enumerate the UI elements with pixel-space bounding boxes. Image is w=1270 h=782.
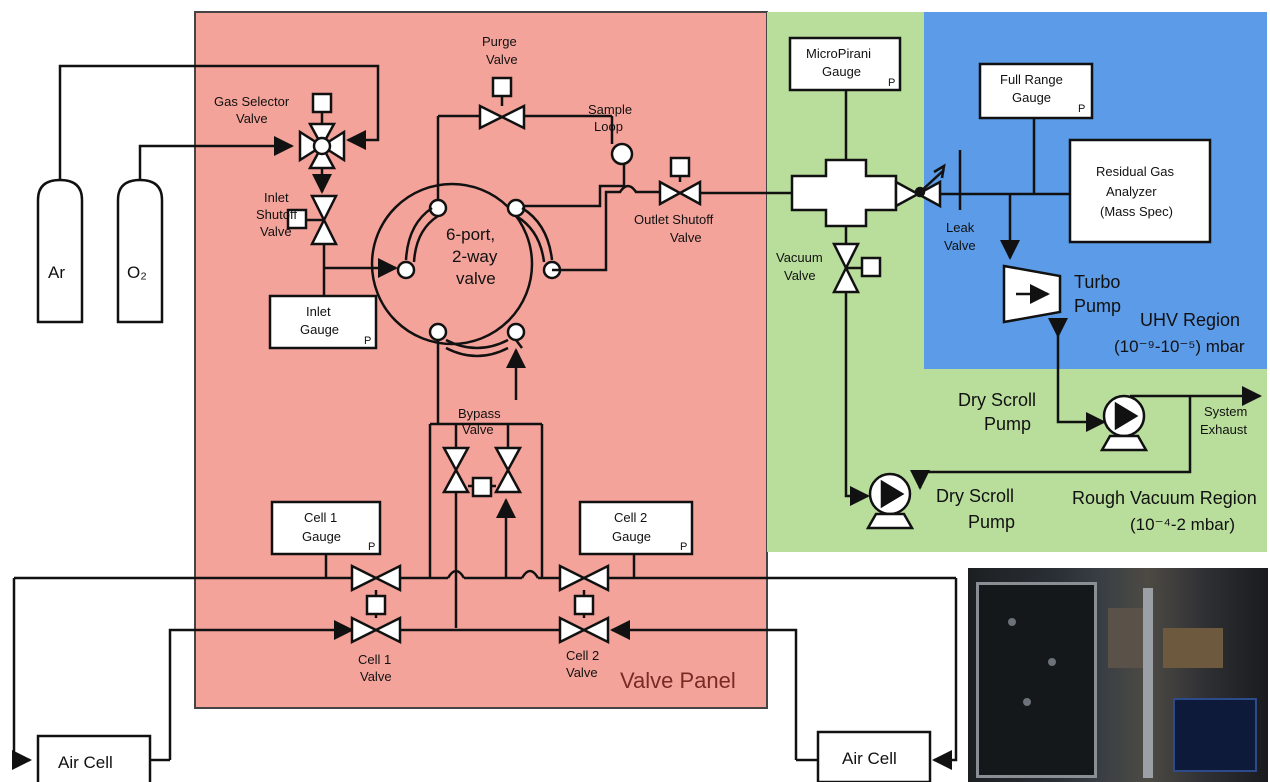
photo-pump [1173, 698, 1257, 772]
full-range-label: Full Range [1000, 72, 1063, 87]
sample-loop-label: Sample [588, 102, 632, 117]
dry-scroll-upper-label-2: Pump [984, 414, 1031, 434]
o2-cylinder [118, 180, 162, 322]
inlet-shutoff-label-2: Shutoff [256, 207, 297, 222]
region-label-rough-range: (10⁻⁴-2 mbar) [1130, 515, 1235, 534]
photo-frame [976, 582, 1097, 778]
photo-component [1048, 658, 1056, 666]
cell2-gauge-label: Cell 2 [614, 510, 647, 525]
vacuum-valve-label: Vacuum [776, 250, 823, 265]
purge-valve-label: Purge [482, 34, 517, 49]
inlet-shutoff-label-3: Valve [260, 224, 292, 239]
cell2-gauge-p: P [680, 541, 687, 553]
micropirani-p: P [888, 77, 895, 89]
turbo-pump-label: Turbo [1074, 272, 1120, 292]
gas-selector-label: Gas Selector [214, 94, 290, 109]
inlet-gauge-label: Inlet [306, 304, 331, 319]
gas-selector-label-2: Valve [236, 111, 268, 126]
outlet-shutoff-label: Outlet Shutoff [634, 212, 714, 227]
region-label-uhv: UHV Region [1140, 310, 1240, 330]
air-cell-left-label: Air Cell [58, 753, 113, 772]
cell2-valve-label: Cell 2 [566, 648, 599, 663]
exhaust-label-2: Exhaust [1200, 422, 1247, 437]
rga-label-3: (Mass Spec) [1100, 204, 1173, 219]
photo-component [1023, 698, 1031, 706]
sample-loop [612, 144, 632, 164]
turbo-pump-label-2: Pump [1074, 296, 1121, 316]
micropirani-label-2: Gauge [822, 64, 861, 79]
purge-valve-label-2: Valve [486, 52, 518, 67]
leak-valve-label-2: Valve [944, 238, 976, 253]
dry-scroll-lower-label-2: Pump [968, 512, 1015, 532]
cell1-gauge-label-2: Gauge [302, 529, 341, 544]
inlet-shutoff-label: Inlet [264, 190, 289, 205]
sample-loop-label-2: Loop [594, 119, 623, 134]
gas-selector-actuator [313, 94, 331, 112]
leak-valve-label: Leak [946, 220, 975, 235]
six-port-valve-label: 6-port, [446, 225, 495, 244]
full-range-label-2: Gauge [1012, 90, 1051, 105]
full-range-p: P [1078, 103, 1085, 115]
region-label-rough: Rough Vacuum Region [1072, 488, 1257, 508]
cell1-gauge-p: P [368, 541, 375, 553]
vacuum-valve-label-2: Valve [784, 268, 816, 283]
apparatus-photo [968, 568, 1268, 782]
rga-label: Residual Gas [1096, 164, 1175, 179]
exhaust-label: System [1204, 404, 1247, 419]
cell2-gauge-label-2: Gauge [612, 529, 651, 544]
cell1-gauge-label: Cell 1 [304, 510, 337, 525]
photo-component [1008, 618, 1016, 626]
inlet-gauge-label-2: Gauge [300, 322, 339, 337]
cell2-valve-label-2: Valve [566, 665, 598, 680]
six-port-valve-label-3: valve [456, 269, 496, 288]
inlet-gauge-p: P [364, 335, 371, 347]
dry-scroll-upper-label: Dry Scroll [958, 390, 1036, 410]
air-cell-right-label: Air Cell [842, 749, 897, 768]
six-port-valve-label-2: 2-way [452, 247, 498, 266]
micropirani-label: MicroPirani [806, 46, 871, 61]
outlet-shutoff-label-2: Valve [670, 230, 702, 245]
region-label-valve-panel: Valve Panel [620, 668, 736, 693]
cell1-valve-label-2: Valve [360, 669, 392, 684]
dry-scroll-lower-label: Dry Scroll [936, 486, 1014, 506]
photo-pipe [1143, 588, 1153, 778]
region-label-uhv-range: (10⁻⁹-10⁻⁵) mbar [1114, 337, 1245, 356]
bypass-valve-label-2: Valve [462, 422, 494, 437]
cylinder-label-ar: Ar [48, 263, 65, 282]
cell1-valve-label: Cell 1 [358, 652, 391, 667]
photo-component [1163, 628, 1223, 668]
rga-label-2: Analyzer [1106, 184, 1157, 199]
bypass-valve-label: Bypass [458, 406, 501, 421]
ar-cylinder [38, 180, 82, 322]
cylinder-label-o2: O₂ [127, 263, 147, 282]
photo-component [1108, 608, 1143, 668]
